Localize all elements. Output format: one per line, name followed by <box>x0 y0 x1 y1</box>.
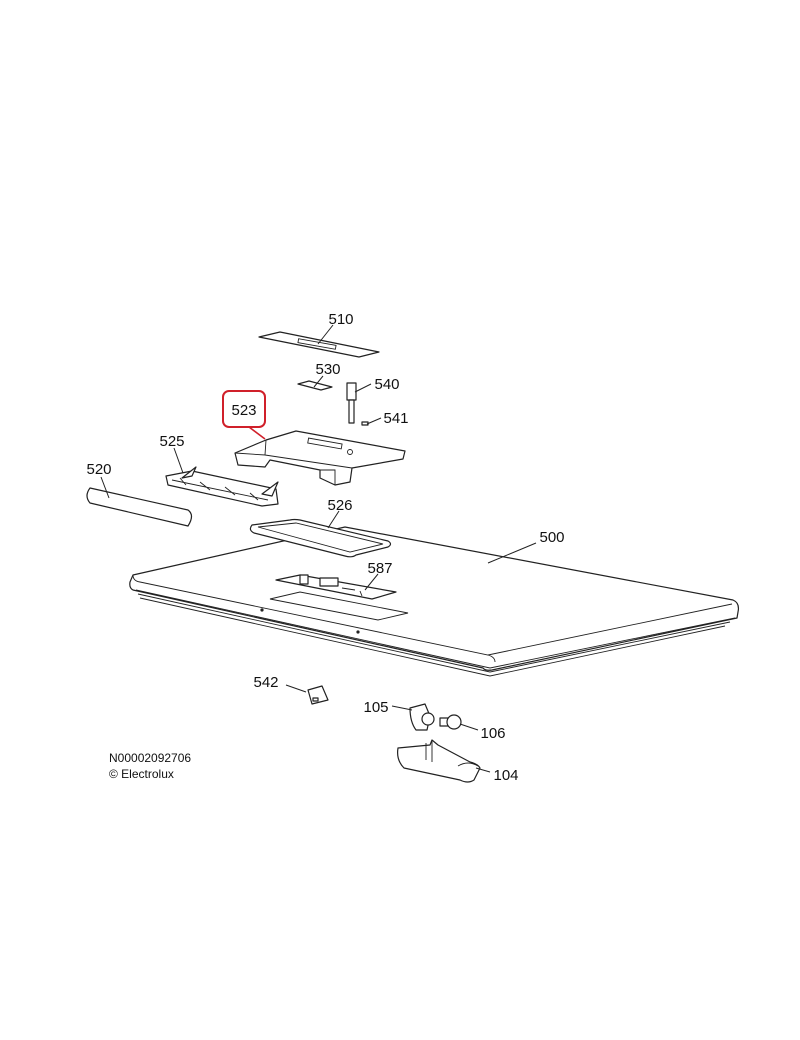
label-541: 541 <box>383 410 408 427</box>
part-525-bracket[interactable] <box>165 466 279 507</box>
label-542: 542 <box>253 674 278 691</box>
part-587-board[interactable] <box>275 574 397 600</box>
part-526-gasket[interactable] <box>249 518 392 558</box>
copyright: © Electrolux <box>109 767 174 781</box>
label-520: 520 <box>86 461 111 478</box>
part-542-clip[interactable] <box>307 685 329 705</box>
part-105-hinge[interactable] <box>409 703 435 731</box>
label-530: 530 <box>315 361 340 378</box>
label-510: 510 <box>328 311 353 328</box>
label-587: 587 <box>367 560 392 577</box>
part-104-handle-cap[interactable] <box>397 739 481 783</box>
label-500: 500 <box>539 529 564 546</box>
label-523: 523 <box>231 402 256 419</box>
drawing-number: N00002092706 <box>109 751 192 765</box>
label-104: 104 <box>493 767 518 784</box>
part-520-strip[interactable] <box>86 487 193 527</box>
label-105: 105 <box>363 699 388 716</box>
label-540: 540 <box>374 376 399 393</box>
part-106-pin[interactable] <box>439 714 462 730</box>
part-540-pin[interactable] <box>346 382 357 424</box>
part-500-top-panel[interactable] <box>129 526 740 677</box>
label-106: 106 <box>480 725 505 742</box>
highlight-box-523 <box>222 390 266 428</box>
label-526: 526 <box>327 497 352 514</box>
label-525: 525 <box>159 433 184 450</box>
part-510-plate[interactable] <box>258 331 380 358</box>
part-523-cover[interactable] <box>234 430 406 486</box>
leader-lines <box>100 324 537 773</box>
